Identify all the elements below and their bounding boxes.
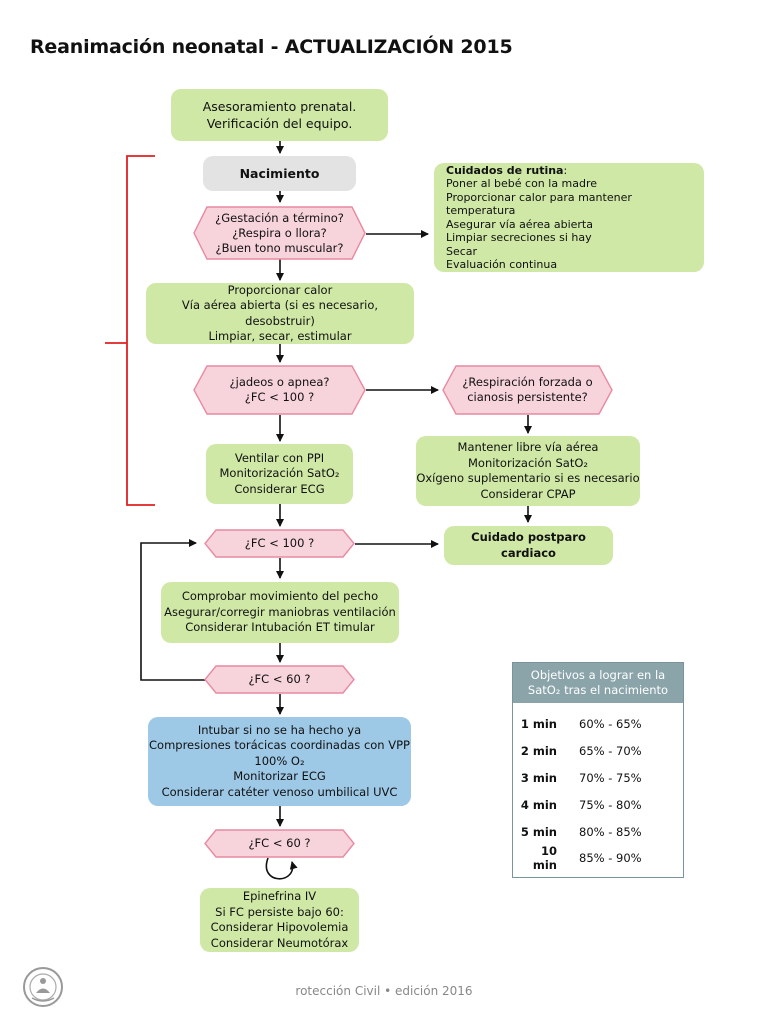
decision-hexagon-shape [204, 529, 355, 558]
cuidados-heading: Cuidados de rutina [446, 163, 564, 177]
decision-respiracion: ¿Respiración forzada o cianosis persiste… [442, 365, 613, 415]
intubar-box: Intubar si no se ha hecho ya Compresione… [148, 717, 411, 806]
sato2-table: Objetivos a lograr en la SatO₂ tras el n… [512, 662, 684, 878]
cuidados-rutina-box: Cuidados de rutina: Poner al bebé con la… [434, 163, 704, 272]
sato2-table-header: Objetivos a lograr en la SatO₂ tras el n… [513, 663, 683, 703]
epinefrina-box: Epinefrina IV Si FC persiste bajo 60: Co… [200, 888, 359, 952]
decision-fc60-second: ¿FC < 60 ? [204, 829, 355, 858]
decision-hexagon-shape [204, 829, 355, 858]
decision-gestacion: ¿Gestación a término? ¿Respira o llora? … [193, 206, 366, 260]
red-bracket [105, 155, 155, 506]
mantener-box: Mantener libre vía aérea Monitorización … [416, 436, 640, 506]
decision-fc100: ¿FC < 100 ? [204, 529, 355, 558]
decision-hexagon-shape [193, 206, 366, 260]
postparo-box: Cuidado postparo cardiaco [444, 526, 613, 565]
ventilar-box: Ventilar con PPI Monitorización SatO₂ Co… [206, 444, 353, 504]
decision-jadeos: ¿jadeos o apnea? ¿FC < 100 ? [193, 365, 366, 415]
decision-hexagon-shape [204, 665, 355, 694]
comprobar-box: Comprobar movimiento del pecho Asegurar/… [161, 582, 399, 643]
prenatal-box: Asesoramiento prenatal. Verificación del… [171, 89, 388, 141]
page-title: Reanimación neonatal - ACTUALIZACIÓN 201… [30, 36, 513, 58]
footer-text: rotección Civil • edición 2016 [295, 984, 473, 998]
protection-logo-icon [23, 967, 63, 1007]
decision-hexagon-shape [193, 365, 366, 415]
nacimiento-box: Nacimiento [203, 156, 356, 191]
proporcionar-calor-box: Proporcionar calor Vía aérea abierta (si… [146, 283, 414, 344]
decision-fc60-first: ¿FC < 60 ? [204, 665, 355, 694]
decision-hexagon-shape [442, 365, 613, 415]
